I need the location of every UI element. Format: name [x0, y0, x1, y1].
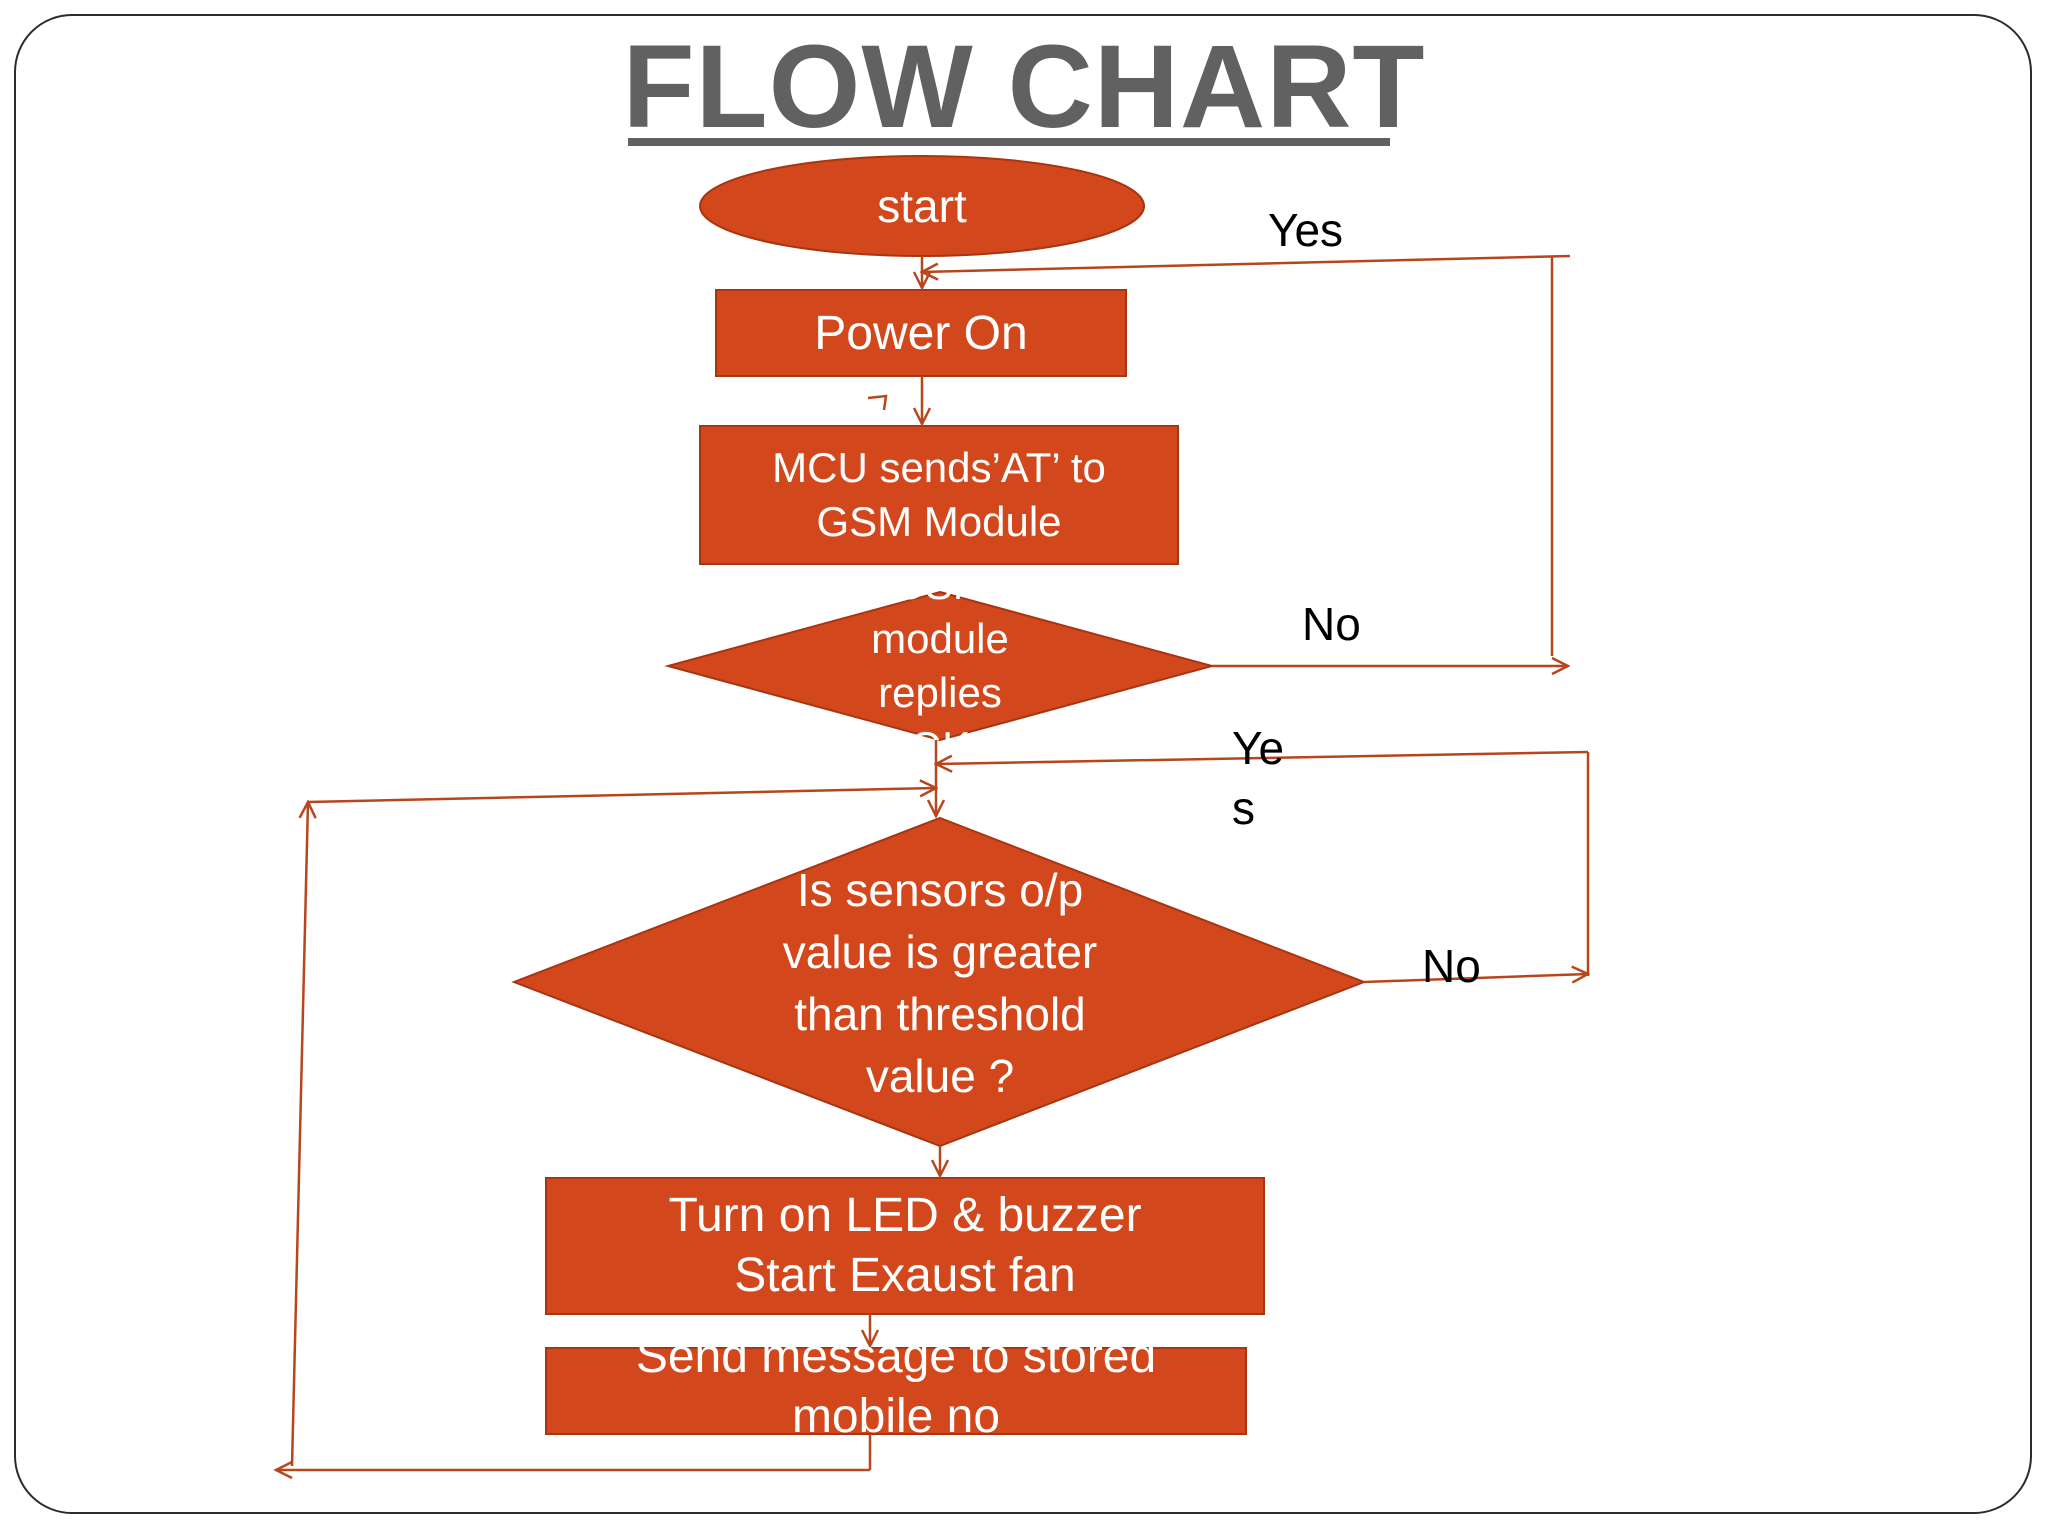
alarm-node	[545, 1177, 1265, 1315]
send-message-node	[545, 1347, 1247, 1435]
connector-loop-right	[307, 788, 936, 804]
mcu-sends-node	[699, 425, 1179, 565]
connector-sensor-retry-back	[936, 750, 1589, 764]
power-on-label: Power On	[814, 307, 1028, 360]
connector-gsm-retry-back	[922, 254, 1571, 272]
start-label: start	[877, 180, 967, 232]
send-message-label: Send message to stored mobile no	[635, 1338, 1157, 1436]
connector-sensor-no-out	[1363, 974, 1588, 982]
title-underline	[628, 138, 1390, 146]
page-title: FLOW CHART	[622, 21, 1426, 153]
sensor-check-label: Is sensors o/p value is greater than thr…	[782, 864, 1098, 1102]
edge-label-gsm-yes: Yes	[1268, 204, 1344, 256]
edge-label-gsm-no: No	[1302, 598, 1361, 650]
alarm-label: Turn on LED & buzzer Start Exaust fan	[668, 1189, 1142, 1302]
connector-mini-tick	[867, 394, 888, 411]
gsm-check-node	[664, 590, 1216, 742]
mcu-sends-label: MCU sends’AT’ to GSM Module	[772, 444, 1106, 545]
connector-loop-up	[290, 802, 308, 1467]
gsm-check-label: GSM module replies “OK”	[871, 592, 1009, 740]
connectors	[276, 254, 1589, 1470]
power-on-node	[715, 289, 1127, 377]
edge-label-sensor-no: No	[1422, 940, 1481, 992]
edge-label-sensor-yes: Ye s	[1232, 722, 1285, 834]
